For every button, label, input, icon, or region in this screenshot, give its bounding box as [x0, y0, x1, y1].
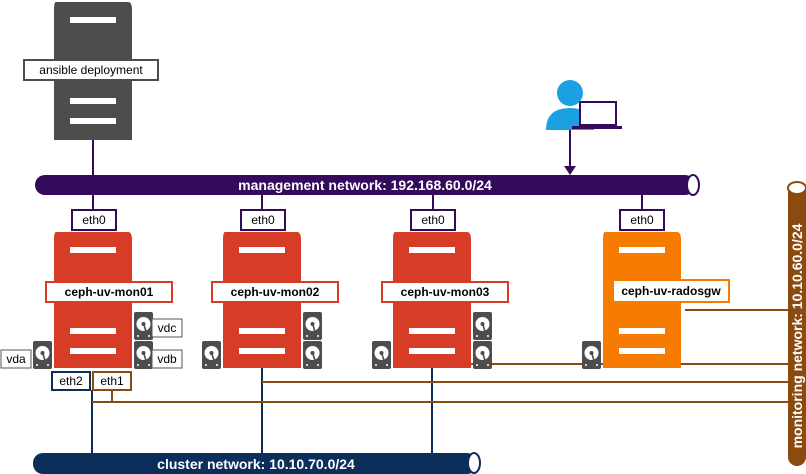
hard-disk-icon — [472, 311, 493, 341]
hard-disk-icon — [302, 340, 323, 370]
disk-vdb-label: vdb — [157, 352, 177, 366]
user-laptop-icon — [546, 80, 622, 130]
node-name-label: ceph-uv-mon02 — [231, 285, 320, 299]
hard-disk-icon — [581, 340, 602, 370]
nic-eth1-label: eth1 — [100, 374, 124, 388]
hard-disk-icon — [302, 311, 323, 341]
management-network-pipe: management network: 192.168.60.0/24 — [35, 174, 700, 196]
node-ceph-uv-mon02: eth0 ceph-uv-mon02 — [201, 209, 339, 370]
nic-eth0-label: eth0 — [421, 213, 445, 227]
node-name-label: ceph-uv-mon01 — [65, 285, 154, 299]
hard-disk-icon — [133, 340, 154, 370]
deployment-label: ansible deployment — [39, 63, 143, 77]
deployment-label-box — [23, 59, 159, 81]
node-ceph-uv-radosgw: eth0 ceph-uv-radosgw — [581, 209, 730, 370]
hard-disk-icon — [201, 340, 222, 370]
cluster-network-label: cluster network: 10.10.70.0/24 — [157, 456, 355, 472]
node-name-label: ceph-uv-radosgw — [621, 284, 721, 298]
management-network-label: management network: 192.168.60.0/24 — [238, 177, 492, 193]
deployment-server: ansible deployment — [23, 2, 159, 140]
node-ceph-uv-mon03: eth0 ceph-uv-mon03 — [371, 209, 509, 370]
nic-eth0-label: eth0 — [251, 213, 275, 227]
nic-eth0-label: eth0 — [82, 213, 106, 227]
disk-vda-label: vda — [6, 352, 26, 366]
nic-eth2-label: eth2 — [59, 374, 83, 388]
node-name-label: ceph-uv-mon03 — [401, 285, 490, 299]
disk-vdc-label: vdc — [158, 321, 177, 335]
cluster-network-pipe: cluster network: 10.10.70.0/24 — [33, 452, 481, 474]
hard-disk-icon — [133, 311, 154, 341]
hard-disk-icon — [371, 340, 392, 370]
hard-disk-icon — [32, 340, 53, 370]
node-ceph-uv-mon01: eth0 ceph-uv-mon01 eth2 eth1 vda vdc vdb — [0, 209, 183, 391]
monitoring-network-pipe: monitoring network: 10.10.60.0/24 — [787, 181, 806, 466]
nic-eth0-label: eth0 — [630, 213, 654, 227]
hard-disk-icon — [472, 340, 493, 370]
monitoring-network-label: monitoring network: 10.10.60.0/24 — [789, 223, 805, 448]
